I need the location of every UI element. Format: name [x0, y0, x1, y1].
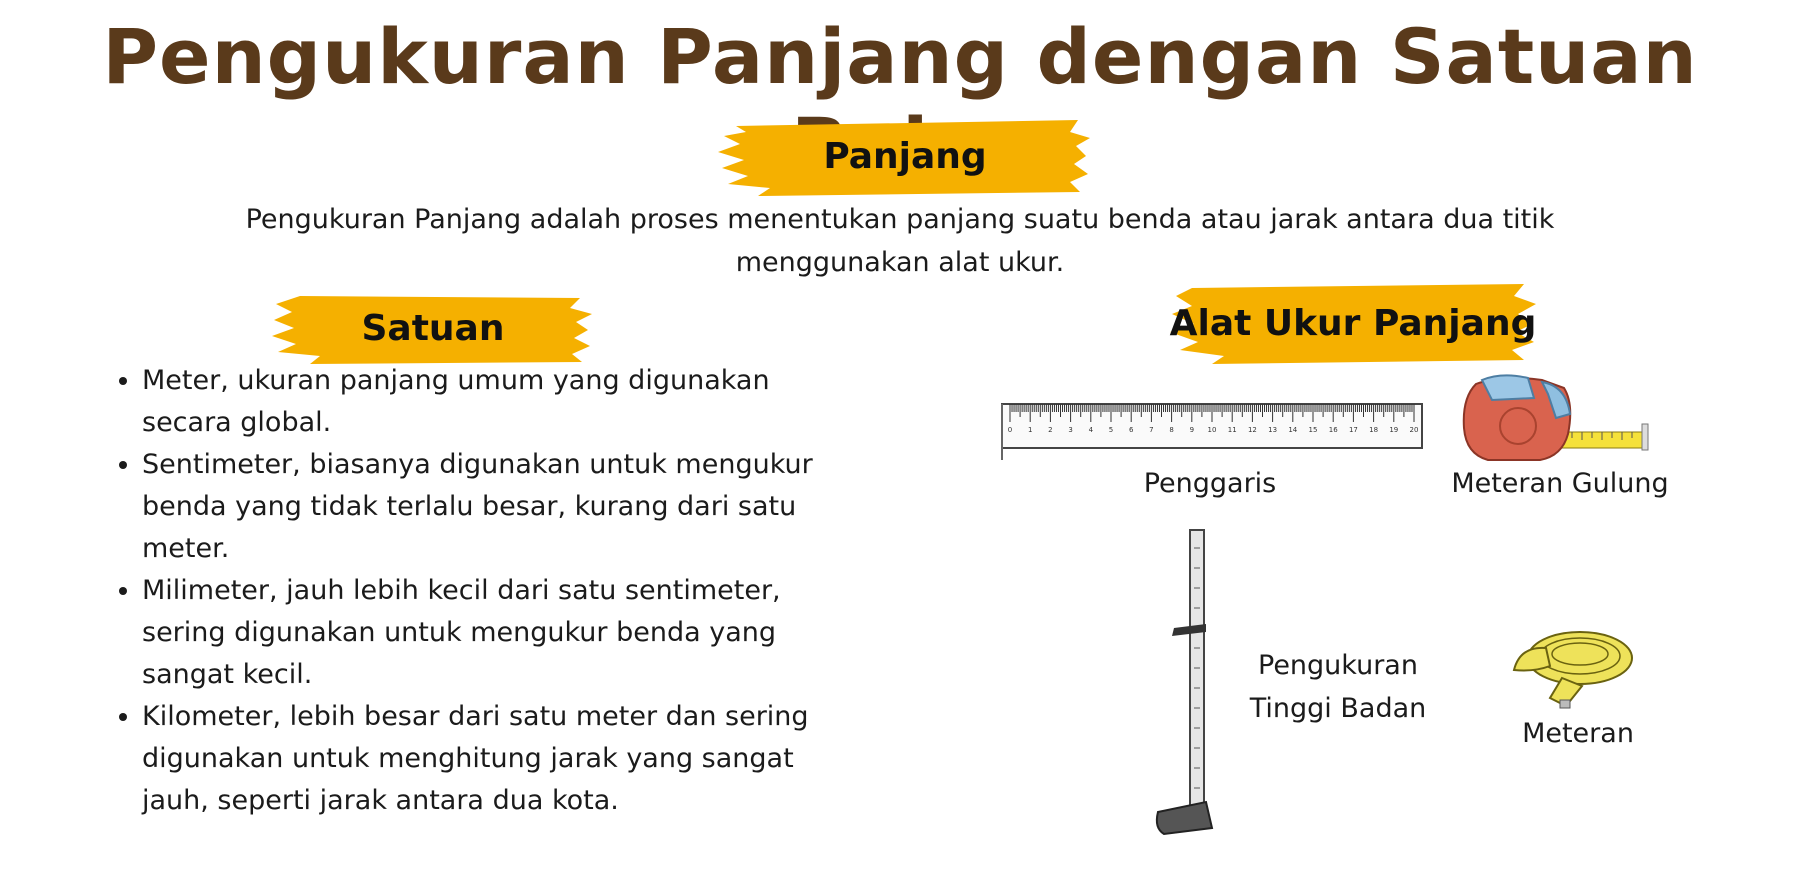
svg-text:2: 2: [1048, 426, 1052, 434]
svg-text:10: 10: [1208, 426, 1217, 434]
svg-text:3: 3: [1068, 426, 1072, 434]
svg-text:8: 8: [1169, 426, 1173, 434]
height-gauge-icon: [1150, 528, 1240, 838]
list-item: Meter, ukuran panjang umum yang digunaka…: [142, 360, 842, 444]
svg-text:16: 16: [1329, 426, 1338, 434]
alat-ukur-heading: Alat Ukur Panjang: [1169, 302, 1537, 344]
brush-stroke-icon: [272, 296, 592, 364]
satuan-list: Meter, ukuran panjang umum yang digunaka…: [112, 360, 842, 822]
svg-text:14: 14: [1288, 426, 1297, 434]
svg-text:6: 6: [1129, 426, 1134, 434]
svg-text:13: 13: [1268, 426, 1277, 434]
svg-text:15: 15: [1309, 426, 1318, 434]
height-gauge-label-text: Pengukuran Tinggi Badan: [1249, 650, 1427, 724]
svg-text:17: 17: [1349, 426, 1358, 434]
tape-measure-icon: [1462, 374, 1652, 464]
ruler-label: Penggaris: [1143, 468, 1277, 499]
list-item: Sentimeter, biasanya digunakan untuk men…: [142, 444, 842, 570]
svg-text:18: 18: [1369, 426, 1378, 434]
tape-measure-label: Meteran Gulung: [1451, 468, 1669, 499]
measuring-tape-roll-icon: [1506, 626, 1636, 710]
measuring-tape-label: Meteran: [1522, 718, 1634, 749]
svg-text:12: 12: [1248, 426, 1257, 434]
svg-text:7: 7: [1149, 426, 1153, 434]
svg-text:19: 19: [1389, 426, 1398, 434]
svg-text:9: 9: [1190, 426, 1194, 434]
alat-ukur-heading-banner: Alat Ukur Panjang: [1168, 278, 1538, 368]
svg-text:20: 20: [1410, 426, 1419, 434]
svg-text:4: 4: [1089, 426, 1094, 434]
satuan-heading: Satuan: [361, 307, 505, 349]
satuan-heading-banner: Satuan: [270, 288, 596, 368]
brush-stroke-icon: [718, 120, 1090, 196]
svg-text:1: 1: [1028, 426, 1032, 434]
brush-stroke-icon: [1170, 284, 1536, 364]
panjang-description: Pengukuran Panjang adalah proses menentu…: [245, 204, 1555, 278]
svg-text:5: 5: [1109, 426, 1113, 434]
svg-text:11: 11: [1228, 426, 1237, 434]
panjang-heading-banner: Panjang: [718, 112, 1092, 200]
list-item: Milimeter, jauh lebih kecil dari satu se…: [142, 570, 842, 696]
panjang-heading: Panjang: [823, 135, 987, 177]
svg-text:0: 0: [1008, 426, 1012, 434]
list-item: Kilometer, lebih besar dari satu meter d…: [142, 696, 842, 822]
height-gauge-label: Pengukuran Tinggi Badan: [1228, 644, 1448, 730]
